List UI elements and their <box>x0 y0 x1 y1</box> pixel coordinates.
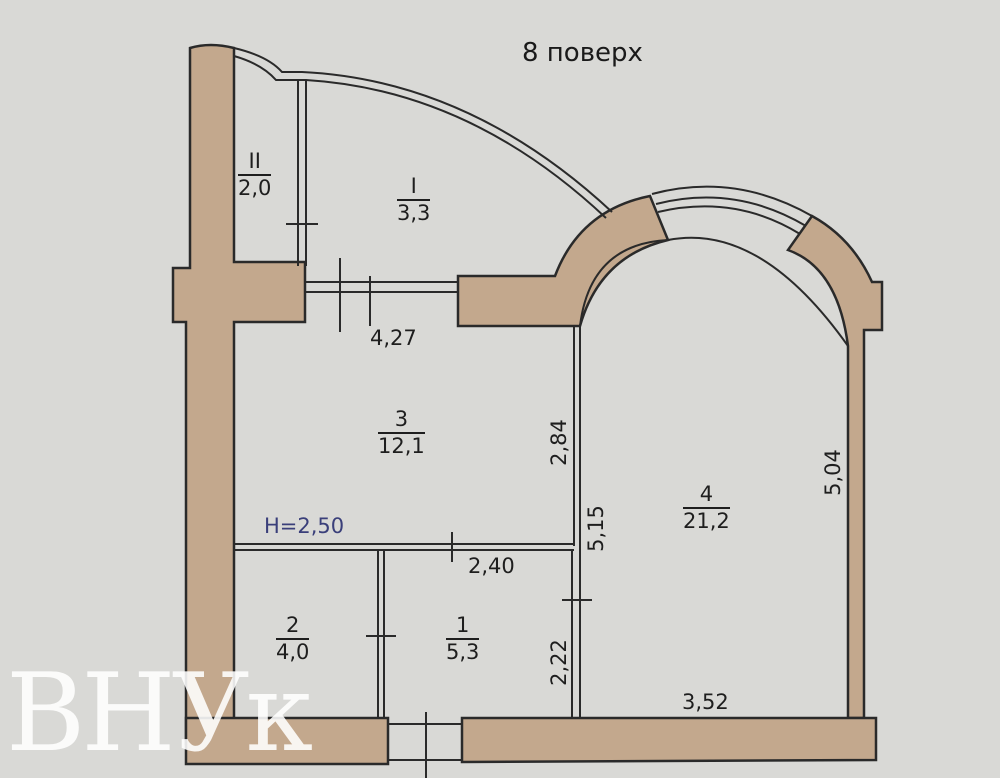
dim-room1-width: 2,40 <box>468 554 515 578</box>
room-2-label: 2 4,0 <box>276 613 310 665</box>
dim-room4-width: 3,52 <box>682 690 729 714</box>
bottom-wall-right <box>460 716 878 764</box>
balcony-partition-wall <box>456 194 670 328</box>
room-4-label: 4 21,2 <box>683 482 730 534</box>
room-1-label: 1 5,3 <box>446 613 480 665</box>
room4-arch-line <box>579 239 669 327</box>
bottom-wall-left <box>184 716 390 766</box>
dim-room3-width: 4,27 <box>370 326 417 350</box>
dim-room3-depth: 2,84 <box>546 419 571 466</box>
dim-corridor-length: 5,15 <box>583 505 608 552</box>
room-3-label: 3 12,1 <box>378 407 425 459</box>
left-exterior-wall <box>171 43 307 746</box>
ceiling-height-label: H=2,50 <box>264 514 345 538</box>
balcony-glazing <box>233 47 813 332</box>
room-II-label: II 2,0 <box>238 149 272 201</box>
floor-title: 8 поверх <box>522 38 643 68</box>
partitions <box>234 326 592 778</box>
walls <box>171 43 884 766</box>
dim-room4-depth: 5,04 <box>820 449 845 496</box>
dim-room1-depth: 2,22 <box>546 639 571 686</box>
watermark-logo: ВНУк <box>6 651 313 776</box>
room-I-label: I 3,3 <box>397 174 431 226</box>
